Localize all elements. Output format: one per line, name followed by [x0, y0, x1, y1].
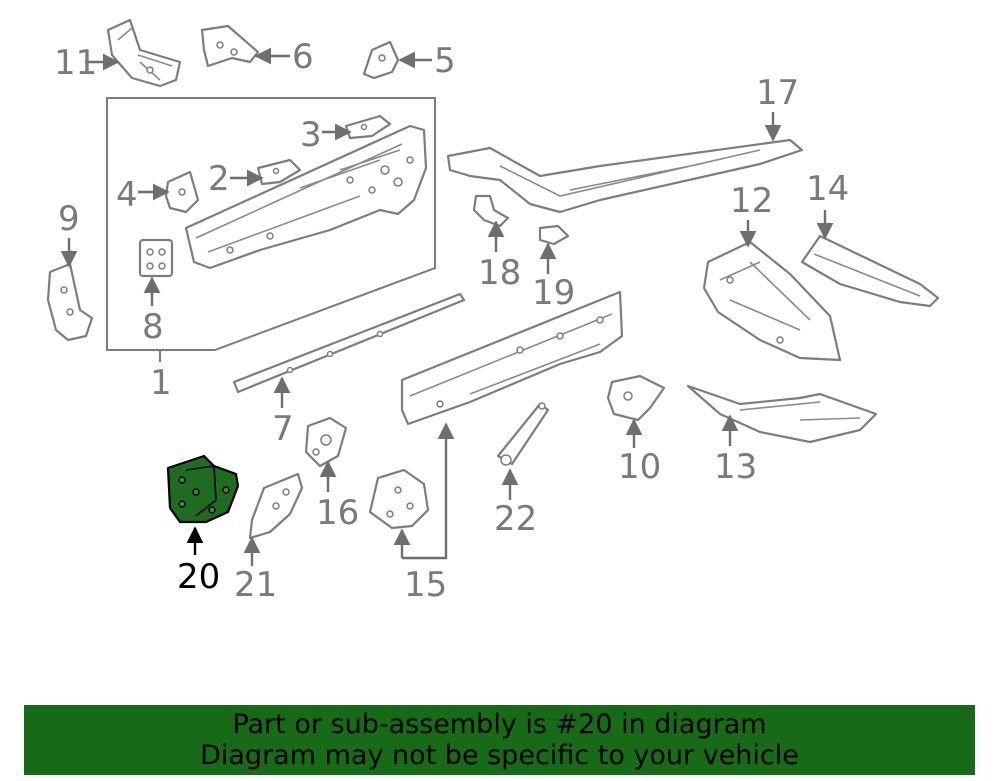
assembly-box-part-1	[106, 97, 436, 351]
part-6-bracket	[200, 24, 260, 68]
part-5-bracket	[362, 40, 400, 80]
callout-5: 5	[434, 41, 456, 81]
part-12-panel	[702, 240, 842, 362]
part-1-side-member	[184, 124, 428, 270]
callout-14: 14	[806, 169, 849, 209]
part-17-floor-rail	[446, 138, 804, 214]
part-22-strut	[496, 402, 550, 466]
callout-18: 18	[478, 253, 521, 293]
parts-diagram: 1 2 3 4 5 6 7 8 9 10 11 12 13 14 15 16 1…	[46, 18, 940, 605]
banner-line-2: Diagram may not be specific to your vehi…	[200, 740, 799, 771]
part-4-bracket	[164, 170, 200, 214]
banner-line-1: Part or sub-assembly is #20 in diagram	[232, 709, 767, 740]
callout-9: 9	[58, 199, 80, 239]
callout-12: 12	[730, 181, 773, 221]
part-13-floor-panel	[686, 384, 878, 444]
part-3-bracket	[344, 114, 392, 140]
part-19-bracket	[538, 224, 570, 246]
part-11-bracket	[106, 18, 182, 88]
callout-4: 4	[116, 175, 138, 215]
info-banner: Part or sub-assembly is #20 in diagram D…	[24, 705, 975, 775]
callout-21: 21	[234, 565, 277, 605]
part-21-gusset	[248, 472, 304, 540]
part-16-bracket	[304, 416, 348, 468]
callout-7: 7	[272, 409, 294, 449]
part-8-plate	[138, 238, 174, 278]
part-7-rail	[232, 292, 466, 394]
callout-16: 16	[316, 493, 359, 533]
callout-8: 8	[142, 307, 164, 347]
part-9-bracket	[46, 262, 94, 342]
callout-2: 2	[208, 159, 230, 199]
callout-19: 19	[532, 273, 575, 313]
callout-10: 10	[618, 447, 661, 487]
part-18-bracket	[472, 194, 510, 228]
part-15-lower-bracket	[368, 468, 430, 530]
callout-15: 15	[404, 565, 447, 605]
callout-13: 13	[714, 447, 757, 487]
callout-1: 1	[150, 363, 172, 403]
callout-11: 11	[54, 43, 97, 83]
callout-17: 17	[756, 73, 799, 113]
part-20-highlighted-bracket	[166, 454, 240, 524]
callout-3: 3	[300, 115, 322, 155]
part-15-frame	[400, 290, 624, 426]
callout-20-highlighted: 20	[177, 557, 220, 597]
leader-arrows	[60, 47, 834, 566]
part-14-rail	[800, 234, 940, 308]
callout-6: 6	[292, 37, 314, 77]
part-10-mount	[606, 374, 666, 422]
callout-22: 22	[494, 499, 537, 539]
